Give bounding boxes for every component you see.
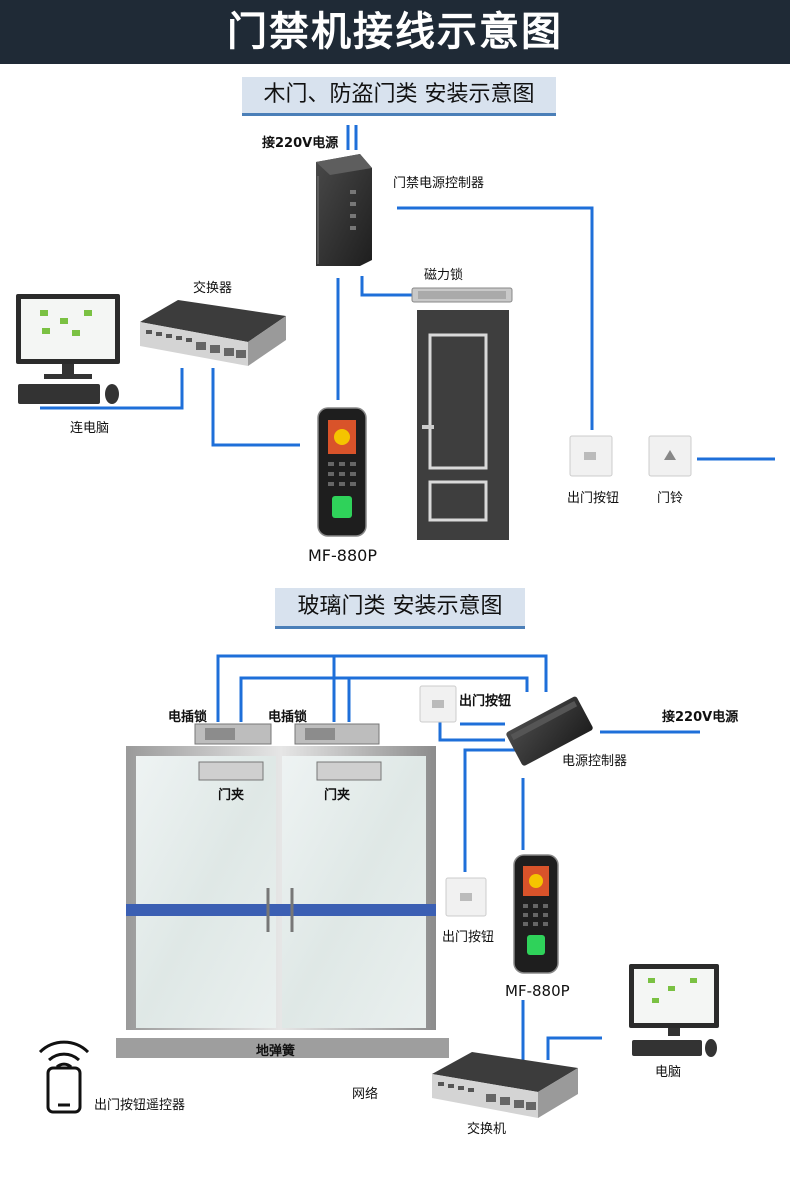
section1-maglock-label: 磁力锁 — [424, 268, 464, 283]
section1-switch-label: 交换器 — [193, 281, 233, 296]
section2-computer-label: 电脑 — [655, 1065, 682, 1080]
section2-computer-icon — [629, 964, 719, 1057]
section2-switch-icon — [432, 1052, 578, 1118]
section1-switch-icon — [140, 300, 286, 366]
section2-remote-label: 出门按钮遥控器 — [94, 1098, 186, 1113]
section1-power-in-label: 接220V电源 — [262, 136, 339, 151]
section2-clamp-1-label: 门夹 — [218, 788, 245, 803]
section2-power-controller-label: 电源控制器 — [562, 754, 628, 769]
section2-bolt-lock-2-label: 电插锁 — [268, 710, 308, 725]
section2-wires — [216, 654, 700, 1062]
section1-wires — [40, 125, 775, 461]
section1-doorbell-label: 门铃 — [657, 491, 684, 506]
section2-exit-button-side-icon — [445, 877, 487, 917]
section2-remote-phone-icon — [38, 1040, 90, 1114]
page-title: 门禁机接线示意图 — [227, 9, 563, 55]
section1-computer-icon — [16, 294, 120, 404]
section1-doorbell-icon — [648, 435, 692, 477]
section2-glass-door-icon — [126, 746, 436, 1030]
section2-exit-button-top-label: 出门按钮 — [459, 694, 512, 709]
section2-switch-label: 交换机 — [467, 1122, 507, 1137]
section1-power-controller-label: 门禁电源控制器 — [393, 176, 485, 191]
section1-computer-label: 连电脑 — [70, 421, 110, 436]
section1-door-icon — [417, 310, 509, 540]
section2-clamp-2-label: 门夹 — [324, 788, 351, 803]
section2-power-in-label: 接220V电源 — [662, 710, 739, 725]
section2-bolt-lock-2-icon — [294, 723, 380, 745]
section1-mf880p-device-icon — [317, 407, 367, 537]
section1-power-controller-icon — [316, 154, 372, 266]
section2-bolt-lock-1-icon — [194, 723, 272, 745]
section2-exit-button-top-icon — [419, 685, 457, 723]
header-bar: 门禁机接线示意图 — [0, 0, 790, 64]
section2-device-label: MF-880P — [505, 982, 570, 1000]
section2-floor-spring-label: 地弹簧 — [256, 1044, 296, 1059]
section2-power-controller-icon — [506, 696, 593, 766]
section2-exit-button-side-label: 出门按钮 — [442, 930, 495, 945]
section1-exit-button-icon — [569, 435, 613, 477]
section2-mf880p-device-icon — [513, 854, 559, 974]
section2-network-label: 网络 — [352, 1087, 379, 1102]
section2-title: 玻璃门类 安装示意图 — [275, 588, 525, 629]
section1-maglock-icon — [411, 287, 513, 303]
section2-floor-spring-bar — [116, 1038, 449, 1058]
section1-title: 木门、防盗门类 安装示意图 — [242, 77, 556, 116]
section1-exit-button-label: 出门按钮 — [567, 491, 620, 506]
section1-device-label: MF-880P — [308, 546, 377, 565]
section2-bolt-lock-1-label: 电插锁 — [168, 710, 208, 725]
